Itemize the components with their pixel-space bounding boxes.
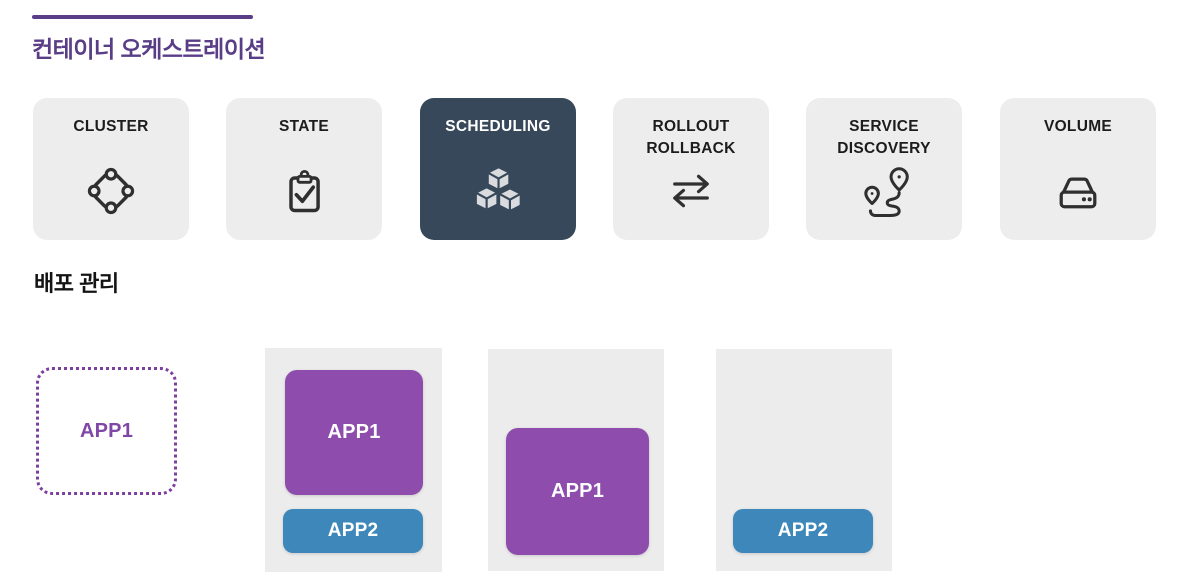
app1-box: APP1 [285,370,423,495]
app-label: APP1 [327,421,381,443]
card-state[interactable]: STATE [226,98,382,240]
card-cluster[interactable]: CLUSTER [33,98,189,240]
card-service-discovery[interactable]: SERVICE DISCOVERY [806,98,962,240]
card-label: CLUSTER [73,118,149,135]
clipboard-check-icon [278,165,330,217]
card-label: SERVICE DISCOVERY [837,118,931,157]
node-panel-3: APP2 [716,349,892,571]
app-label: APP2 [777,520,829,541]
card-label: SCHEDULING [445,118,551,135]
page-title: 컨테이너 오케스트레이션 [32,36,266,62]
app2-box: APP2 [283,509,423,553]
swap-arrows-icon [665,165,717,217]
route-pins-icon [858,165,910,217]
app1-box: APP1 [506,428,649,555]
card-volume[interactable]: VOLUME [1000,98,1156,240]
card-label: ROLLOUT ROLLBACK [646,118,736,157]
pending-app-box: APP1 [36,367,177,495]
cubes-icon [472,165,524,217]
app2-box: APP2 [733,509,873,553]
cluster-icon [85,165,137,217]
pending-app-label: APP1 [79,419,134,442]
title-accent-line [32,15,253,19]
app-label: APP2 [327,520,379,541]
card-scheduling[interactable]: SCHEDULING [420,98,576,240]
node-panel-2: APP1 [488,349,664,571]
card-label: STATE [278,118,329,135]
storage-drive-icon [1052,165,1104,217]
node-panel-1: APP1 APP2 [265,348,442,572]
section-title-deployment: 배포 관리 [34,271,119,296]
card-rollout-rollback[interactable]: ROLLOUT ROLLBACK [613,98,769,240]
app-label: APP1 [550,480,605,502]
card-label: VOLUME [1043,118,1113,135]
